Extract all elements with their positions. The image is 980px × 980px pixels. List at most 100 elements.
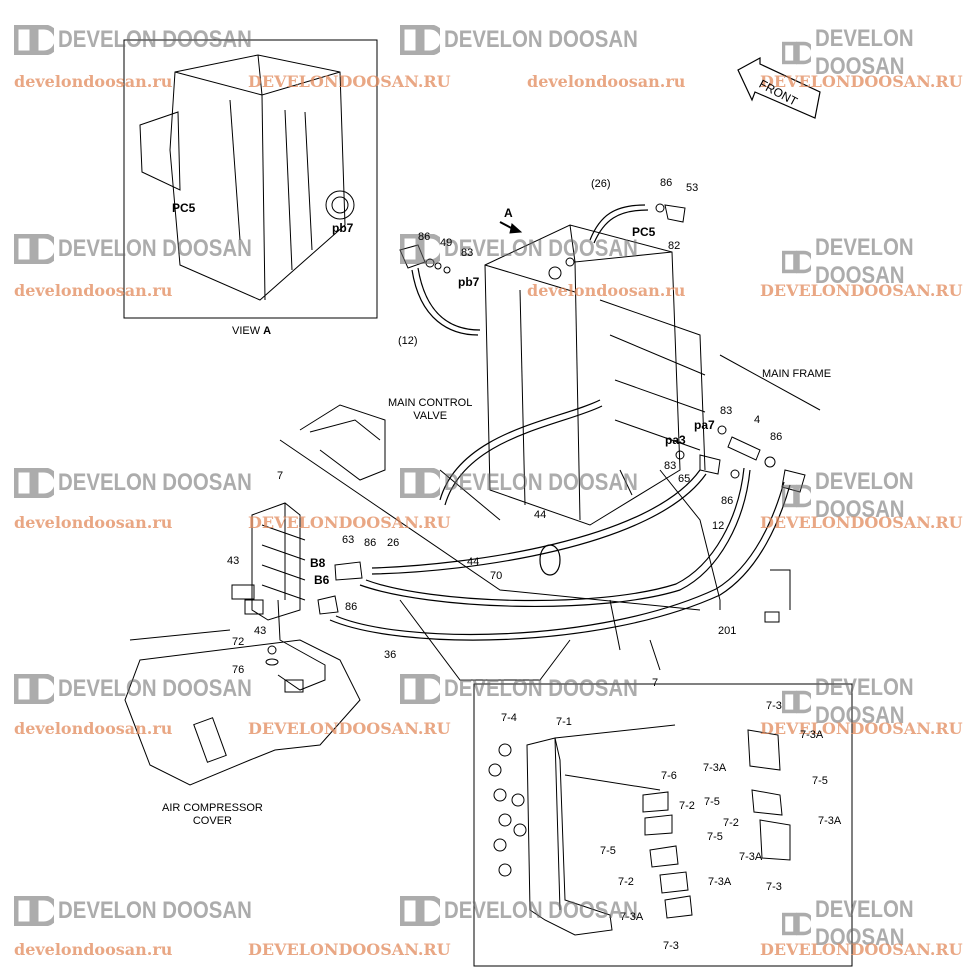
watermark-brand-text: DEVELON DOOSAN	[814, 896, 914, 951]
watermark-url: DEVELONDOOSAN.RU	[760, 513, 963, 532]
air-compressor-line1: AIR COMPRESSOR	[162, 802, 263, 814]
front-arrow	[737, 56, 821, 119]
label-pa3: pa3	[665, 433, 686, 447]
label-201: 201	[718, 625, 737, 637]
develon-logo-icon	[782, 912, 811, 936]
watermark-brand: DEVELON DOOSAN	[400, 234, 672, 264]
label-70: 70	[490, 570, 503, 582]
label-pc5-view: PC5	[172, 201, 196, 215]
label-86b: 86	[418, 231, 431, 243]
develon-logo-icon	[400, 234, 440, 264]
air-compressor-cover	[124, 629, 361, 786]
label-26p: (26)	[591, 178, 611, 190]
label-72: 72	[232, 636, 245, 648]
develon-logo-icon	[400, 468, 440, 498]
label-12p: (12)	[398, 335, 418, 347]
watermark-url: DEVELONDOOSAN.RU	[760, 940, 963, 959]
main-control-valve-block	[484, 224, 706, 526]
hoses	[329, 204, 791, 641]
watermark-url: DEVELONDOOSAN.RU	[248, 719, 451, 738]
watermark-brand-text: DEVELON DOOSAN	[444, 26, 638, 53]
air-compressor-caption: AIR COMPRESSOR COVER	[162, 802, 263, 828]
watermark-brand: DEVELON DOOSAN	[400, 25, 672, 55]
label-7-1: 7-1	[556, 716, 572, 728]
develon-logo-icon	[782, 250, 811, 274]
watermark-brand-text: DEVELON DOOSAN	[814, 25, 914, 80]
label-83a: 83	[461, 247, 474, 259]
label-7-3-c: 7-3	[663, 940, 679, 952]
air-compressor-line2: COVER	[192, 815, 232, 827]
label-b8: B8	[310, 556, 326, 570]
watermark-brand-text: DEVELON DOOSAN	[444, 897, 638, 924]
label-63: 63	[342, 534, 355, 546]
label-83c: 83	[664, 460, 677, 472]
label-7-5-b: 7-5	[704, 796, 720, 808]
label-76: 76	[232, 664, 245, 676]
view-a-caption-letter: A	[263, 325, 272, 337]
label-53: 53	[686, 182, 699, 194]
watermark-brand-text: DEVELON DOOSAN	[444, 235, 638, 262]
label-43a: 43	[227, 555, 240, 567]
label-7-top: 7	[652, 677, 659, 689]
label-7-2-b: 7-2	[723, 817, 739, 829]
label-7-3A-1: 7-3A	[800, 729, 824, 741]
watermark-brand: DEVELON DOOSAN	[14, 896, 286, 926]
label-36: 36	[384, 649, 397, 661]
label-12: 12	[712, 520, 725, 532]
develon-logo-icon	[400, 674, 440, 704]
label-7-5-a: 7-5	[812, 775, 828, 787]
watermark-url: develondoosan.ru	[14, 719, 173, 738]
label-7-3A-3: 7-3A	[818, 815, 842, 827]
label-7: 7	[277, 470, 284, 482]
watermark-brand: DEVELON DOOSAN	[14, 234, 286, 264]
view-a-valve-block	[139, 54, 355, 301]
watermark-brand-text: DEVELON DOOSAN	[58, 235, 252, 262]
develon-logo-icon	[14, 25, 54, 55]
label-7-3A-2: 7-3A	[703, 762, 727, 774]
watermark-brand-text: DEVELON DOOSAN	[58, 675, 252, 702]
label-4: 4	[754, 414, 761, 426]
view-a-frame	[123, 39, 378, 319]
watermark-brand-text: DEVELON DOOSAN	[444, 675, 638, 702]
watermark-brand: DEVELON DOOSAN	[14, 468, 286, 498]
label-pb7-view: pb7	[332, 221, 354, 235]
watermark-brand-text: DEVELON DOOSAN	[58, 26, 252, 53]
watermark-url: DEVELONDOOSAN.RU	[248, 72, 451, 91]
watermark-url: DEVELONDOOSAN.RU	[760, 719, 963, 738]
watermark-url: develondoosan.ru	[14, 281, 173, 300]
label-7-2-a: 7-2	[679, 800, 695, 812]
label-44b: 44	[467, 556, 480, 568]
watermark-url: DEVELONDOOSAN.RU	[760, 72, 963, 91]
develon-logo-icon	[400, 25, 440, 55]
develon-logo-icon	[14, 234, 54, 264]
watermark-brand-text: DEVELON DOOSAN	[814, 674, 914, 729]
main-frame-outline	[279, 354, 821, 681]
develon-logo-icon	[14, 896, 54, 926]
watermark-brand-text: DEVELON DOOSAN	[58, 897, 252, 924]
label-83b: 83	[720, 405, 733, 417]
label-82: 82	[668, 240, 681, 252]
watermark-url: develondoosan.ru	[14, 513, 173, 532]
label-65: 65	[678, 473, 691, 485]
view-a-caption-text: VIEW	[232, 325, 264, 337]
detail-7-parts	[488, 724, 791, 936]
watermark-url: develondoosan.ru	[14, 940, 173, 959]
watermark-brand: DEVELON DOOSAN	[400, 674, 672, 704]
label-7-5-d: 7-5	[600, 845, 616, 857]
manifold-7	[231, 502, 363, 691]
watermark-brand: DEVELON DOOSAN	[400, 896, 672, 926]
detail-7-frame	[473, 683, 853, 967]
watermark-url: DEVELONDOOSAN.RU	[760, 281, 963, 300]
label-pb7: pb7	[458, 275, 480, 289]
watermark-url: DEVELONDOOSAN.RU	[248, 513, 451, 532]
watermark-brand-text: DEVELON DOOSAN	[58, 469, 252, 496]
label-43b: 43	[254, 625, 267, 637]
label-b6: B6	[314, 573, 330, 587]
label-pc5: PC5	[632, 225, 656, 239]
label-7-3A-6: 7-3A	[620, 911, 644, 923]
label-26: 26	[387, 537, 400, 549]
watermark-brand-text: DEVELON DOOSAN	[444, 469, 638, 496]
label-86e: 86	[364, 537, 377, 549]
